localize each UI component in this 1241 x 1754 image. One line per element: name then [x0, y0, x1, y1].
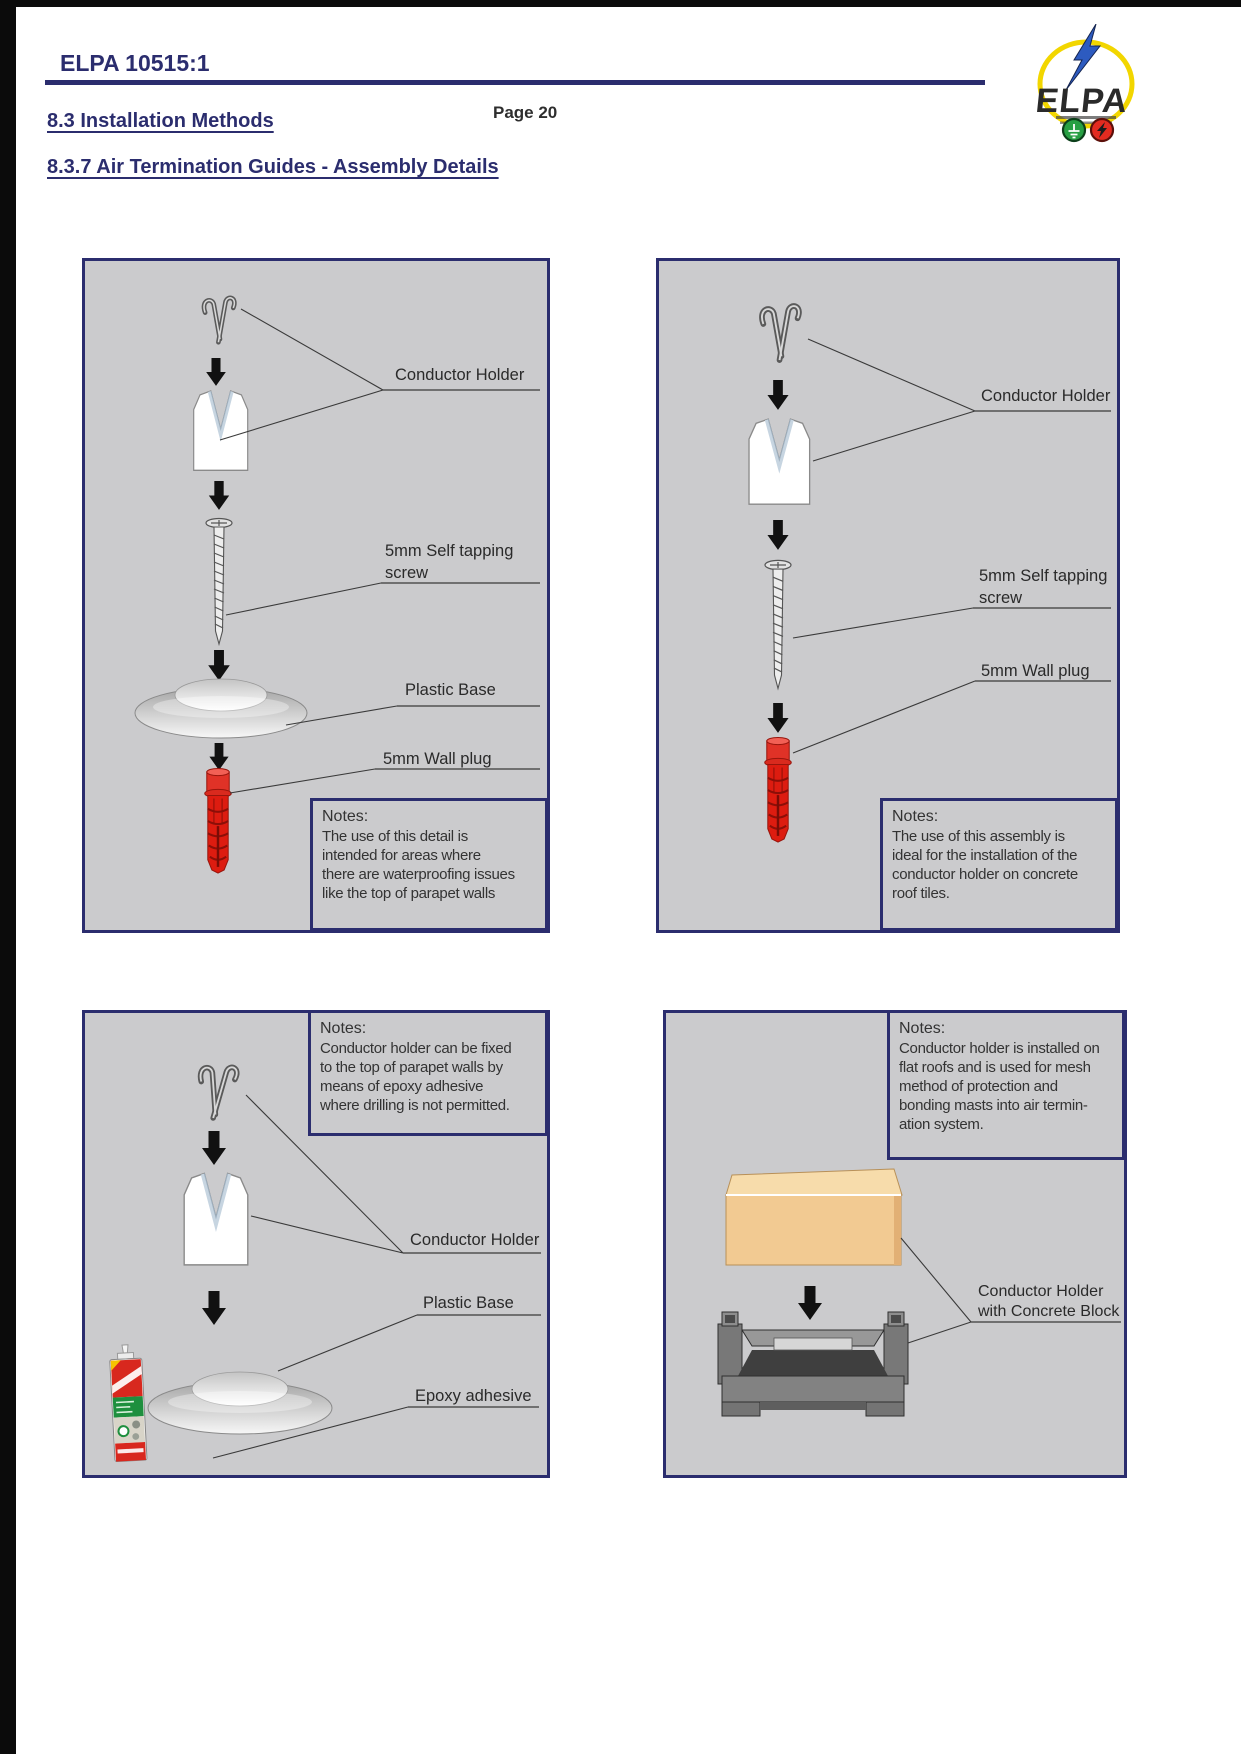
panel-assembly-1: Conductor Holder 5mm Self tapping screw … [82, 258, 550, 933]
conductor-holder-illustration [748, 418, 811, 505]
wire-clip-illustration [201, 295, 237, 345]
down-arrow-icon [206, 358, 226, 386]
leader-line [229, 768, 376, 794]
conductor-holder-illustration [183, 1172, 249, 1266]
down-arrow-icon [798, 1286, 822, 1320]
label-conductor-holder: Conductor Holder [395, 366, 525, 384]
down-arrow-icon [767, 703, 789, 733]
label-screw-line1: 5mm Self tapping [979, 567, 1107, 585]
elpa-logo: ELPA [1034, 24, 1135, 143]
wall-plug-illustration [764, 736, 792, 843]
notes-line: like the top of parapet walls [322, 885, 496, 902]
panel-assembly-4: Conductor Holder with Concrete Block Not… [663, 1010, 1127, 1478]
notes-line: flat roofs and is used for mesh [899, 1059, 1091, 1076]
plastic-base-illustration [134, 678, 308, 739]
notes-line: to the top of parapet walls by [320, 1059, 503, 1076]
down-arrow-icon [202, 1131, 226, 1165]
leader-line [225, 582, 382, 616]
label-conductor-holder: Conductor Holder [410, 1231, 540, 1249]
label-wall-plug: 5mm Wall plug [383, 750, 492, 768]
label-wall-plug: 5mm Wall plug [981, 662, 1090, 680]
notes-line: bonding masts into air termin- [899, 1097, 1088, 1114]
leader-line [277, 1314, 418, 1372]
notes-line: intended for areas where [322, 847, 481, 864]
notes-line: there are waterproofing issues [322, 866, 515, 883]
notes-line: where drilling is not permitted. [320, 1097, 510, 1114]
logo-earth-badge-icon [1061, 117, 1087, 143]
label-screw-line1: 5mm Self tapping [385, 542, 513, 560]
logo-lightning-badge-icon [1089, 117, 1115, 143]
wire-clip-illustration [759, 303, 802, 363]
label-epoxy: Epoxy adhesive [415, 1387, 532, 1405]
leader-line [212, 1406, 409, 1459]
notes-line: ideal for the installation of the [892, 847, 1078, 864]
down-arrow-icon [208, 481, 230, 510]
notes-box: Notes: The use of this detail is intende… [310, 798, 548, 931]
down-arrow-icon [202, 1291, 226, 1325]
page-number: Page 20 [493, 103, 558, 122]
notes-title: Notes: [320, 1020, 367, 1037]
panel1-diagram: Conductor Holder 5mm Self tapping screw … [134, 295, 540, 874]
wire-clip-illustration [197, 1064, 240, 1121]
label-holder-block-line1: Conductor Holder [978, 1283, 1104, 1300]
notes-line: The use of this assembly is [892, 828, 1065, 845]
scan-edge-top [0, 0, 1241, 7]
conductor-holder-illustration [193, 390, 249, 471]
label-screw-line2: screw [385, 564, 428, 582]
notes-line: Conductor holder is installed on [899, 1040, 1100, 1057]
doc-code: ELPA 10515:1 [60, 50, 210, 76]
label-plastic-base: Plastic Base [405, 681, 496, 699]
logo-tagline-bar [1056, 116, 1116, 119]
leader-line [792, 680, 976, 754]
label-conductor-holder: Conductor Holder [981, 387, 1111, 405]
leader-line [807, 338, 976, 462]
holder-frame-illustration [717, 1311, 909, 1417]
down-arrow-icon [767, 380, 789, 410]
label-plastic-base: Plastic Base [423, 1294, 514, 1312]
section-title: 8.3 Installation Methods [47, 110, 274, 132]
logo-brand-text: ELPA [1034, 82, 1130, 120]
panel-assembly-3: Conductor Holder Plastic Base Epoxy adhe… [82, 1010, 550, 1478]
down-arrow-icon [767, 520, 789, 550]
notes-line: roof tiles. [892, 885, 950, 902]
label-holder-block-line2: with Concrete Block [977, 1303, 1120, 1320]
notes-line: Conductor holder can be fixed [320, 1040, 512, 1057]
notes-line: method of protection and [899, 1078, 1058, 1095]
leader-line [900, 1237, 972, 1344]
notes-title: Notes: [892, 808, 939, 825]
subsection-title: 8.3.7 Air Termination Guides - Assembly … [47, 156, 499, 178]
header-rule [45, 80, 985, 85]
notes-line: means of epoxy adhesive [320, 1078, 484, 1095]
scan-edge-left [0, 0, 16, 1754]
notes-box: Notes: Conductor holder can be fixed to … [308, 1010, 548, 1136]
down-arrow-icon [208, 650, 230, 681]
leader-line [219, 308, 384, 441]
panel-assembly-2: Conductor Holder 5mm Self tapping screw … [656, 258, 1120, 933]
notes-title: Notes: [322, 808, 369, 825]
logo-tagline-bar [1060, 121, 1112, 124]
epoxy-tube-illustration [109, 1344, 148, 1463]
notes-line: conductor holder on concrete [892, 866, 1078, 883]
wall-plug-illustration [204, 767, 232, 874]
notes-line: ation system. [899, 1116, 984, 1133]
notes-box: Notes: Conductor holder is installed on … [887, 1010, 1125, 1160]
leader-line [792, 607, 974, 639]
leader-line [245, 1094, 404, 1254]
leader-line [285, 705, 398, 726]
screw-illustration [764, 559, 792, 691]
notes-box: Notes: The use of this assembly is ideal… [880, 798, 1118, 931]
panel4-diagram: Conductor Holder with Concrete Block [717, 1168, 1121, 1417]
logo-lightning-icon [1065, 24, 1102, 91]
screw-illustration [205, 517, 233, 647]
panel2-diagram: Conductor Holder 5mm Self tapping screw … [748, 303, 1111, 843]
down-arrow-icon [209, 743, 229, 771]
plastic-base-illustration [147, 1371, 333, 1435]
notes-title: Notes: [899, 1020, 946, 1037]
panel3-diagram: Conductor Holder Plastic Base Epoxy adhe… [109, 1064, 541, 1463]
concrete-block-illustration [725, 1168, 903, 1266]
notes-line: The use of this detail is [322, 828, 468, 845]
label-screw-line2: screw [979, 589, 1022, 607]
